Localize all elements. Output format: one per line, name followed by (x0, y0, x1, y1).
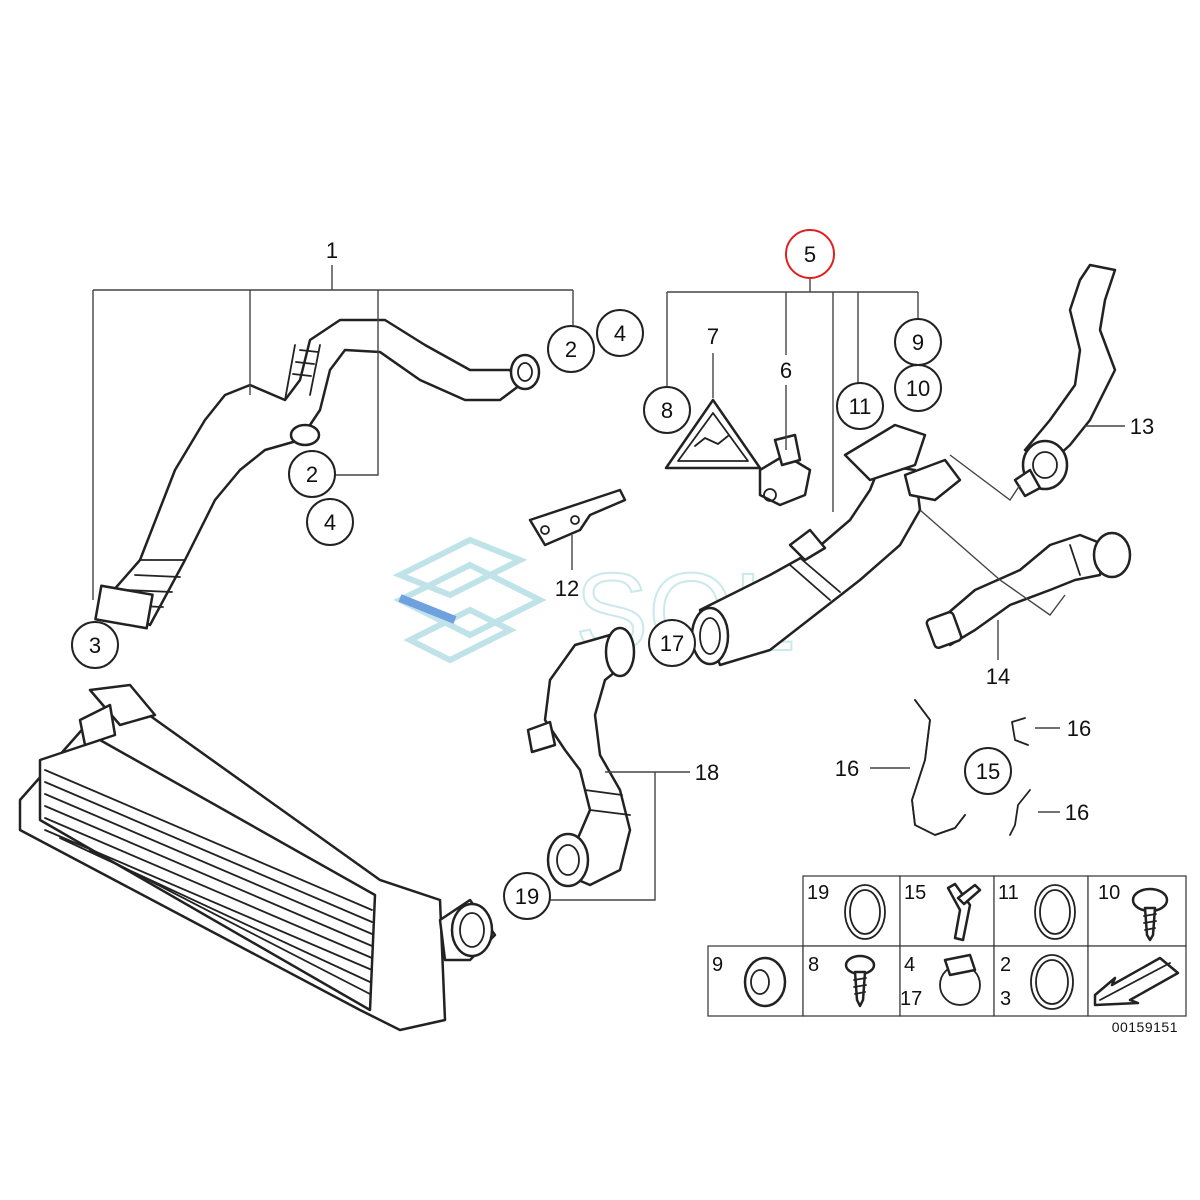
callout-16c: 16 (1065, 800, 1089, 825)
callout-4b: 4 (306, 498, 354, 546)
grid-label-4: 4 (904, 954, 915, 976)
callout-16a: 16 (1067, 716, 1091, 741)
watermark-logo-shape (392, 536, 547, 664)
o-ring-icon-23 (1030, 954, 1074, 1010)
svg-text:11: 11 (849, 394, 872, 419)
callout-11: 11 (836, 382, 884, 430)
callout-2b: 2 (288, 450, 336, 498)
callout-19: 19 (503, 872, 551, 920)
svg-text:2: 2 (565, 337, 577, 362)
callout-16b: 16 (835, 756, 859, 781)
warning-label-7 (664, 398, 762, 470)
o-ring-icon-11 (1034, 884, 1076, 940)
grid-label-11: 11 (998, 882, 1019, 904)
callout-5: 5 (785, 229, 835, 279)
callouts: 1 2 4 2 4 3 5 7 6 8 (71, 229, 1154, 920)
svg-text:19: 19 (515, 884, 539, 909)
callout-10: 10 (894, 364, 942, 412)
callout-13: 13 (1130, 414, 1154, 439)
throttle-pipe-assembly (690, 423, 962, 667)
grid-label-10: 10 (1098, 882, 1120, 904)
callout-12: 12 (555, 576, 579, 601)
charge-pipe-1 (94, 318, 541, 630)
vent-lines-16 (911, 699, 1031, 836)
callout-2a: 2 (547, 325, 595, 373)
hose-14 (925, 531, 1132, 650)
grid-label-15: 15 (904, 882, 926, 904)
callout-18: 18 (695, 760, 719, 785)
callout-1: 1 (326, 238, 338, 263)
svg-text:17: 17 (660, 631, 684, 656)
callout-4a: 4 (596, 309, 644, 357)
svg-text:4: 4 (614, 321, 626, 346)
grid-label-8: 8 (808, 954, 819, 976)
callout-14: 14 (986, 664, 1010, 689)
svg-text:9: 9 (912, 330, 924, 355)
svg-text:3: 3 (89, 633, 101, 658)
svg-text:4: 4 (324, 510, 336, 535)
sensor-6 (758, 433, 812, 507)
diagram-code: 00159151 (1112, 1019, 1178, 1035)
grid-label-9: 9 (712, 954, 723, 976)
watermark-logo-accent (398, 594, 457, 624)
bracket-12 (528, 488, 627, 547)
callout-17: 17 (648, 619, 696, 667)
callout-9: 9 (894, 318, 942, 366)
grid-label-3: 3 (1000, 988, 1011, 1010)
pipe-18 (526, 626, 636, 888)
svg-text:10: 10 (906, 376, 930, 401)
intercooler (18, 683, 497, 1032)
callout-7: 7 (707, 324, 719, 349)
svg-text:8: 8 (661, 398, 673, 423)
svg-text:2: 2 (306, 462, 318, 487)
grid-label-19: 19 (807, 882, 829, 904)
grommet-icon (743, 956, 787, 1008)
callout-15: 15 (964, 747, 1012, 795)
callout-8: 8 (643, 386, 691, 434)
svg-text:15: 15 (976, 759, 1000, 784)
hose-13 (1013, 263, 1117, 498)
grid-label-17: 17 (900, 988, 922, 1010)
o-ring-icon (844, 884, 886, 940)
leader-lines (92, 265, 1125, 901)
grid-label-2: 2 (1000, 954, 1011, 976)
callout-6: 6 (780, 358, 792, 383)
svg-text:5: 5 (804, 242, 816, 267)
small-parts-grid: 19 15 11 10 9 8 4 17 2 3 (707, 875, 1187, 1035)
callout-3: 3 (71, 621, 119, 669)
